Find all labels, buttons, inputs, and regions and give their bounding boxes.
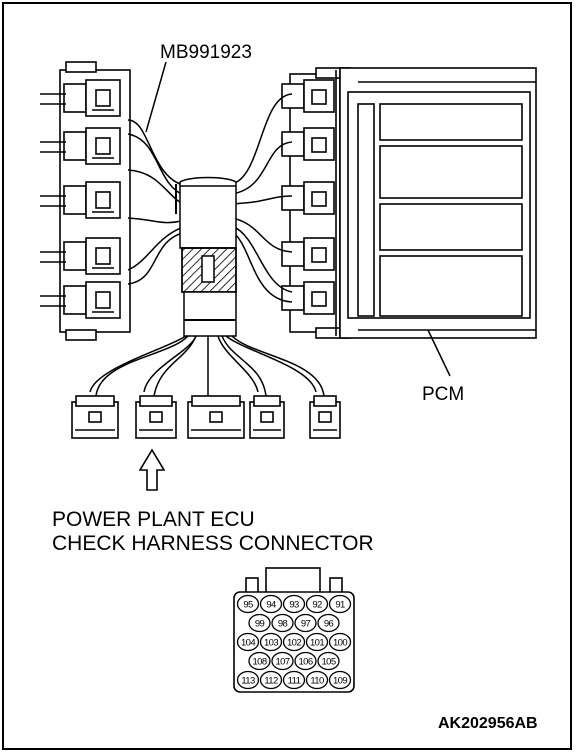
pcm-connector-slot (281, 127, 335, 161)
left-harness-wires (40, 93, 66, 307)
connector-pin: 95 (236, 594, 260, 614)
left-connector-stack (59, 61, 131, 341)
connector-pin: 110 (305, 670, 329, 690)
leader-lines (145, 61, 451, 377)
check-connector (71, 395, 119, 439)
pin-number: 93 (289, 599, 299, 610)
pin-number: 110 (310, 675, 324, 686)
pin-number: 95 (243, 599, 253, 610)
connector-pin: 97 (294, 613, 317, 633)
pin-number: 101 (310, 637, 324, 648)
pin-number: 96 (324, 618, 334, 629)
connector-pin: 104 (236, 632, 260, 652)
pcm-connector-slot (281, 79, 335, 113)
figure-id: AK202956AB (438, 715, 538, 732)
pcm-connector-slot (281, 181, 335, 215)
connector-pin: 100 (328, 632, 352, 652)
connector-pin: 101 (305, 632, 329, 652)
pin-number: 113 (241, 675, 255, 686)
pin-number: 94 (266, 599, 276, 610)
connector-pin: 103 (259, 632, 283, 652)
pin-number: 100 (333, 637, 347, 648)
pin-number: 105 (321, 656, 335, 667)
pin-number: 104 (241, 637, 255, 648)
check-harness (89, 93, 325, 397)
pcm-label: PCM (422, 384, 464, 405)
tool-label: MB991923 (160, 42, 252, 63)
pin-number: 112 (264, 675, 278, 686)
pin-number: 102 (287, 637, 301, 648)
pin-number: 98 (278, 618, 288, 629)
connector-pin: 108 (248, 651, 271, 671)
connector-pin: 99 (248, 613, 271, 633)
left-connector-unit (63, 281, 121, 319)
pin-number: 99 (255, 618, 265, 629)
pin-number: 97 (301, 618, 311, 629)
connector-pin: 92 (305, 594, 329, 614)
connector-pin: 93 (282, 594, 306, 614)
pin-number: 103 (264, 637, 278, 648)
connector-pin: 112 (259, 670, 283, 690)
left-connector-unit (63, 127, 121, 165)
left-connector-unit (63, 181, 121, 219)
connector-pin: 91 (328, 594, 352, 614)
connector-pin: 107 (271, 651, 294, 671)
caption-line-1: POWER PLANT ECU (52, 508, 255, 531)
left-connector-unit (63, 79, 121, 117)
connector-pin: 106 (294, 651, 317, 671)
pcm-connector-slot (281, 281, 335, 315)
connector-pin: 96 (317, 613, 340, 633)
check-connector (135, 395, 177, 439)
check-connector-row (71, 395, 341, 439)
check-connector (187, 395, 245, 439)
pin-number: 91 (335, 599, 345, 610)
connector-pin: 105 (317, 651, 340, 671)
connector-pin: 98 (271, 613, 294, 633)
pin-number: 111 (288, 675, 301, 686)
connector-pin: 109 (328, 670, 352, 690)
pcm-connector-slot (281, 237, 335, 271)
pin-number: 109 (333, 675, 347, 686)
connector-pin: 102 (282, 632, 306, 652)
connector-face-view: 95 94 93 92 91 99 98 97 96 104 103 102 101 100 108 107 1… (233, 567, 355, 693)
check-connector (249, 395, 285, 439)
pin-number: 106 (298, 656, 312, 667)
caption-line-2: CHECK HARNESS CONNECTOR (52, 532, 374, 555)
left-connector-unit (63, 237, 121, 275)
connector-pin: 113 (236, 670, 260, 690)
pcm-unit (281, 67, 537, 339)
connector-pin: 94 (259, 594, 283, 614)
connector-pin: 111 (282, 670, 306, 690)
pin-number: 92 (312, 599, 322, 610)
check-connector (309, 395, 341, 439)
pin-number: 108 (252, 656, 266, 667)
up-arrow-icon (138, 448, 166, 491)
pin-number: 107 (275, 656, 289, 667)
